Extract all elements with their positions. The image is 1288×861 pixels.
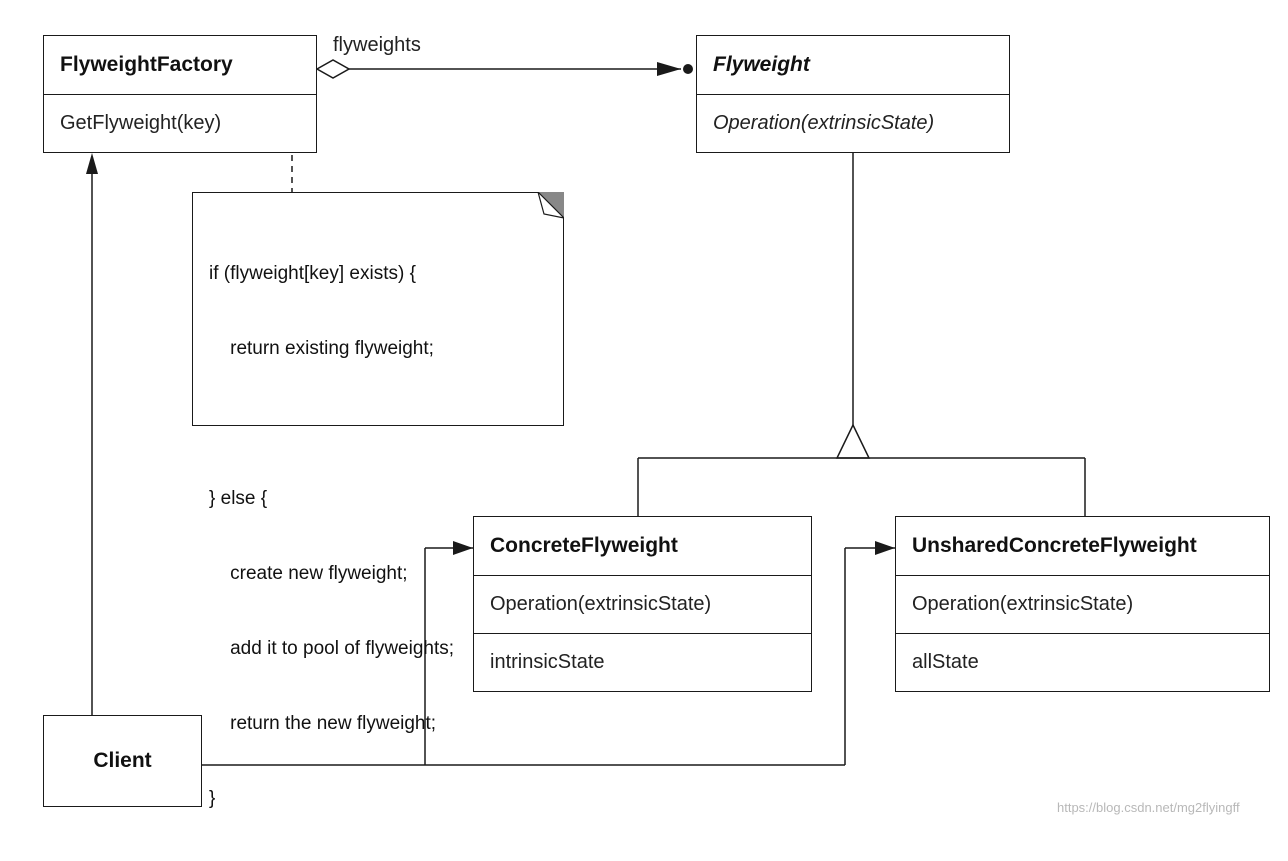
inheritance-triangle bbox=[835, 423, 871, 459]
note-line: } else { bbox=[209, 488, 268, 509]
client-to-factory-arrowhead bbox=[86, 153, 98, 174]
class-concrete-flyweight[interactable]: ConcreteFlyweight Operation(extrinsicSta… bbox=[473, 516, 812, 692]
note-line: } bbox=[209, 788, 216, 809]
aggregation-arrowhead bbox=[657, 62, 681, 76]
operation: Operation(extrinsicState) bbox=[912, 593, 1134, 615]
client-to-unshared-arrowhead bbox=[875, 541, 895, 555]
association-label: flyweights bbox=[333, 34, 421, 56]
note-line: add it to pool of flyweights; bbox=[209, 638, 455, 659]
class-unshared-concrete-flyweight[interactable]: UnsharedConcreteFlyweight Operation(extr… bbox=[895, 516, 1270, 692]
note-line: if (flyweight[key] exists) { bbox=[209, 263, 416, 284]
note-line: return existing flyweight; bbox=[209, 338, 434, 359]
aggregation-multiplicity-dot bbox=[683, 64, 693, 74]
client-to-concrete-arrowhead bbox=[453, 541, 473, 555]
note-line: create new flyweight; bbox=[209, 563, 408, 584]
class-name: ConcreteFlyweight bbox=[490, 534, 678, 557]
class-flyweight-factory[interactable]: FlyweightFactory GetFlyweight(key) bbox=[43, 35, 317, 153]
class-name: UnsharedConcreteFlyweight bbox=[912, 534, 1197, 557]
inheritance-connector bbox=[637, 153, 1086, 516]
class-name: Flyweight bbox=[713, 53, 810, 76]
class-flyweight[interactable]: Flyweight Operation(extrinsicState) bbox=[696, 35, 1010, 153]
operation: GetFlyweight(key) bbox=[60, 112, 222, 134]
aggregation-connector bbox=[315, 59, 693, 79]
operation: Operation(extrinsicState) bbox=[713, 112, 935, 134]
note-line bbox=[209, 411, 547, 436]
aggregation-diamond bbox=[315, 59, 351, 79]
class-client[interactable]: Client bbox=[43, 715, 202, 807]
class-name: Client bbox=[93, 749, 152, 772]
client-to-factory-connector bbox=[86, 153, 98, 715]
watermark-text: https://blog.csdn.net/mg2flyingff bbox=[1057, 800, 1240, 815]
attribute: intrinsicState bbox=[490, 651, 605, 673]
pseudocode-note: if (flyweight[key] exists) { return exis… bbox=[192, 192, 564, 809]
client-to-concrete-connectors bbox=[202, 541, 895, 766]
diagram-connectors bbox=[86, 59, 1086, 766]
note-folded-corner-icon bbox=[537, 192, 564, 219]
note-line: return the new flyweight; bbox=[209, 713, 437, 734]
operation: Operation(extrinsicState) bbox=[490, 593, 712, 615]
attribute: allState bbox=[912, 651, 979, 673]
class-name: FlyweightFactory bbox=[60, 53, 233, 76]
